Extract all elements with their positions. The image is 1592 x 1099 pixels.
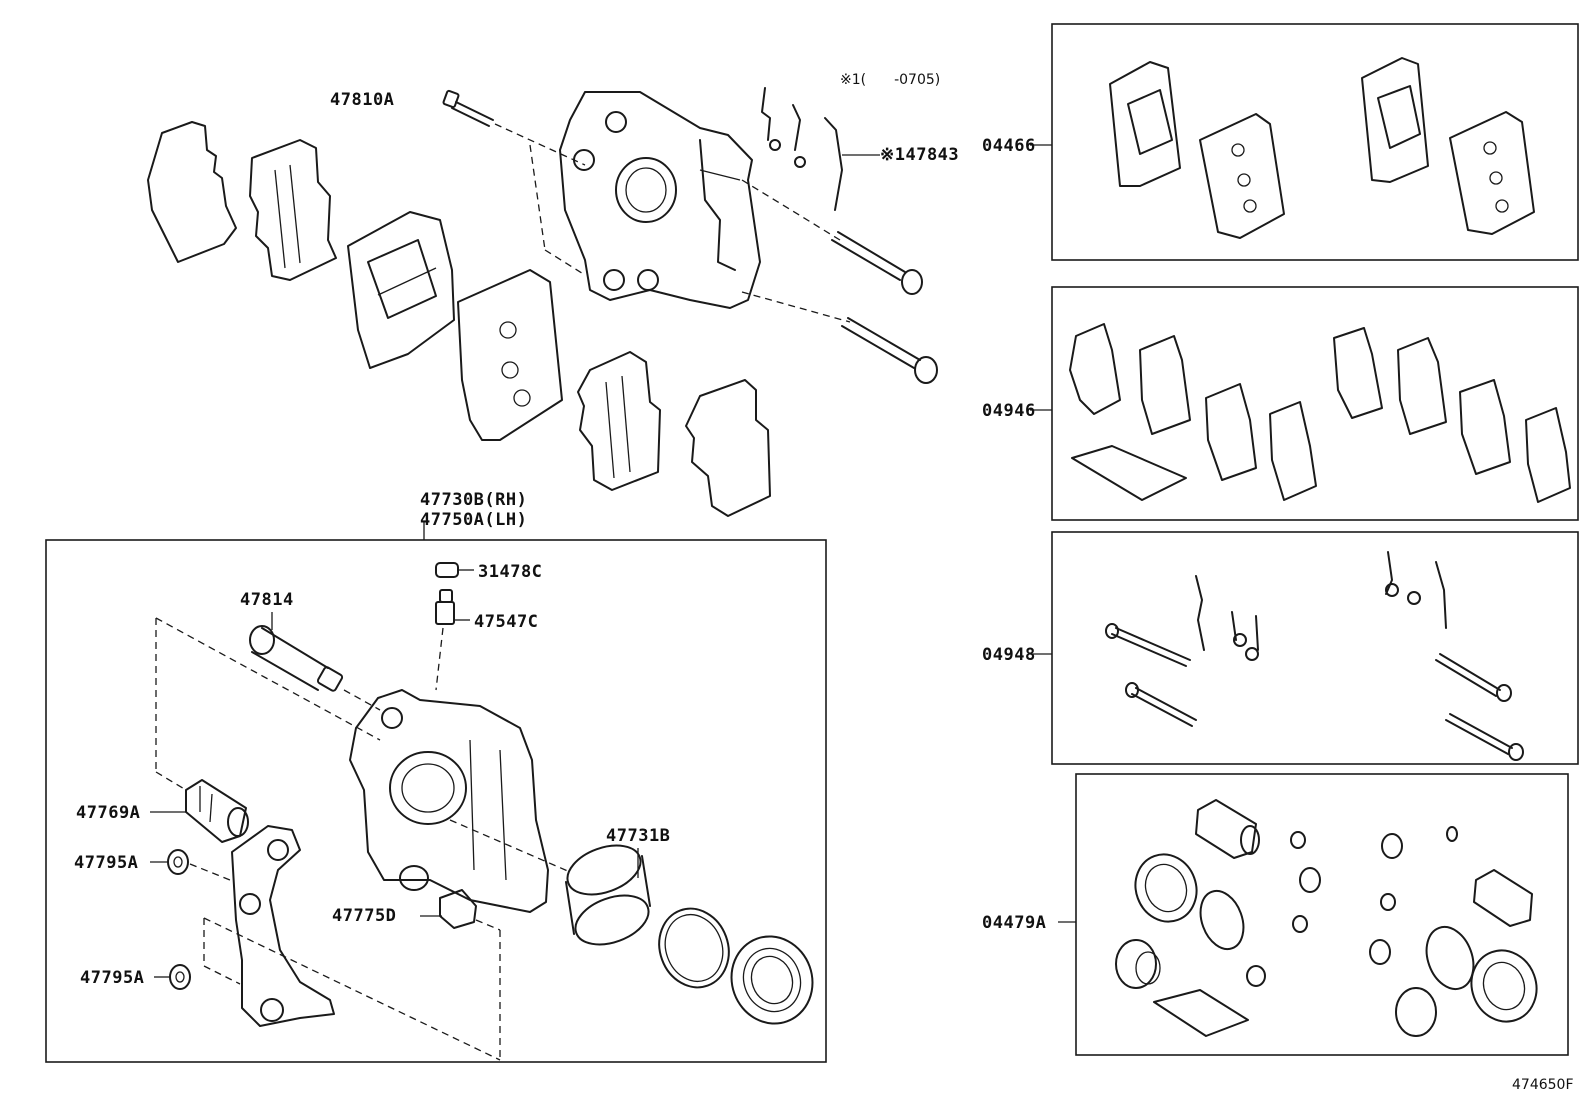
kit-label-04946: 04946	[982, 401, 1036, 421]
part-label-47810A: 47810A	[330, 90, 395, 110]
bleeder-cap-31478C	[435, 562, 474, 578]
slide-pin-boot-47769A	[150, 779, 249, 843]
anti-squeal-shim-outer	[147, 121, 237, 263]
part-label-47814: 47814	[240, 590, 294, 610]
anti-squeal-shim-inner	[249, 139, 337, 281]
bolt-47810A	[442, 89, 586, 276]
part-label-47843: ※147843	[880, 145, 960, 165]
part-label-31478C: 31478C	[478, 562, 543, 582]
bushing-47795A-2	[154, 964, 191, 990]
part-label-47775D: 47775D	[332, 906, 397, 926]
kit-04946-shims	[1030, 323, 1571, 503]
clip-springs-47843	[761, 87, 880, 211]
bleeder-screw-47547C	[435, 589, 470, 691]
anti-squeal-shim-inner-2	[577, 351, 661, 491]
kit-box-04946	[1051, 286, 1579, 521]
kit-label-04948: 04948	[982, 645, 1036, 665]
part-label-47795A-lower: 47795A	[80, 968, 145, 988]
brake-pad-outer	[347, 211, 455, 369]
kit-box-04479A	[1075, 773, 1569, 1056]
figure-id: 474650F	[1512, 1077, 1574, 1093]
kit-box-04948	[1051, 531, 1579, 765]
piston-47731B	[565, 844, 651, 946]
part-label-47750A-lh: 47750A(LH)	[420, 510, 528, 530]
caliper-bracket-top	[559, 91, 761, 309]
part-label-47731B: 47731B	[606, 826, 671, 846]
part-label-47769A: 47769A	[76, 803, 141, 823]
slide-pin-47814	[249, 612, 381, 711]
kit-04466-pads	[1030, 57, 1535, 239]
bushing-47795A-1	[150, 849, 189, 875]
kit-04948-pins	[1030, 551, 1524, 761]
support-bracket	[189, 825, 501, 1061]
part-label-47730B-rh: 47730B(RH)	[420, 490, 528, 510]
piston-seal-ring	[658, 907, 730, 989]
caliper-body	[349, 689, 571, 913]
kit-04479A-seals	[1058, 799, 1538, 1037]
caliper-assembly-box	[45, 539, 827, 1063]
kit-label-04466: 04466	[982, 136, 1036, 156]
part-label-47547C: 47547C	[474, 612, 539, 632]
part-label-47795A-upper: 47795A	[74, 853, 139, 873]
kit-label-04479A: 04479A	[982, 913, 1047, 933]
piston-dust-boot	[730, 935, 814, 1025]
piston-boot-47775D	[420, 889, 501, 1060]
supersession-note: ※1( -0705)	[840, 72, 941, 88]
brake-pad-inner	[457, 269, 563, 441]
guide-pins-top	[741, 179, 938, 384]
anti-squeal-shim-outer-2	[685, 379, 771, 517]
kit-box-04466	[1051, 23, 1579, 261]
